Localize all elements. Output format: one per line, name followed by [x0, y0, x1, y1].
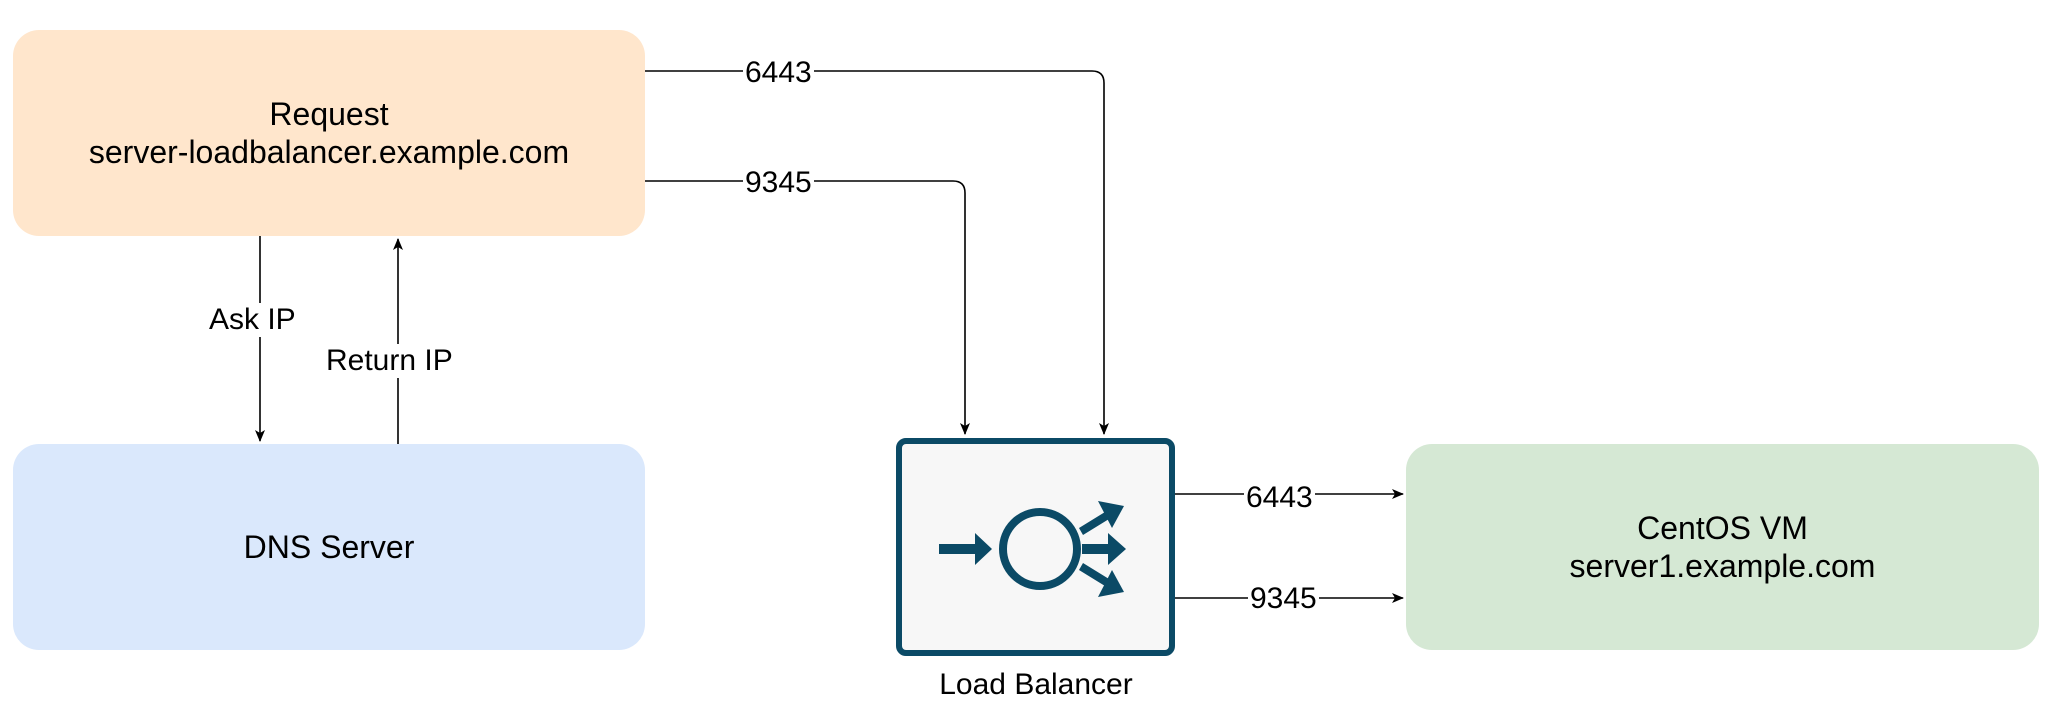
edge-label-lb-vm-9345: 9345 [1248, 582, 1319, 616]
centos-vm-node[interactable]: CentOS VM server1.example.com [1406, 444, 2039, 650]
dns-server-label: DNS Server [243, 529, 415, 565]
edge-label-lb-vm-6443: 6443 [1244, 481, 1315, 515]
load-balancer-node[interactable] [896, 438, 1175, 656]
edge-label-request-9345: 9345 [743, 166, 814, 200]
edge-label-return-ip: Return IP [324, 344, 455, 378]
load-balancer-label: Load Balancer [939, 668, 1133, 701]
centos-vm-title: CentOS VM [1637, 510, 1808, 546]
edge-label-request-6443: 6443 [743, 56, 814, 90]
edge-request-lb-9345 [645, 180, 970, 435]
edge-label-ask-ip: Ask IP [207, 303, 298, 337]
edge-request-lb-6443 [645, 70, 1109, 435]
centos-vm-hostname: server1.example.com [1569, 548, 1876, 584]
request-node[interactable]: Request server-loadbalancer.example.com [13, 30, 645, 236]
load-balancer-icon [939, 501, 1126, 597]
request-title: Request [269, 96, 389, 132]
dns-server-node[interactable]: DNS Server [13, 444, 645, 650]
request-hostname: server-loadbalancer.example.com [88, 134, 570, 170]
